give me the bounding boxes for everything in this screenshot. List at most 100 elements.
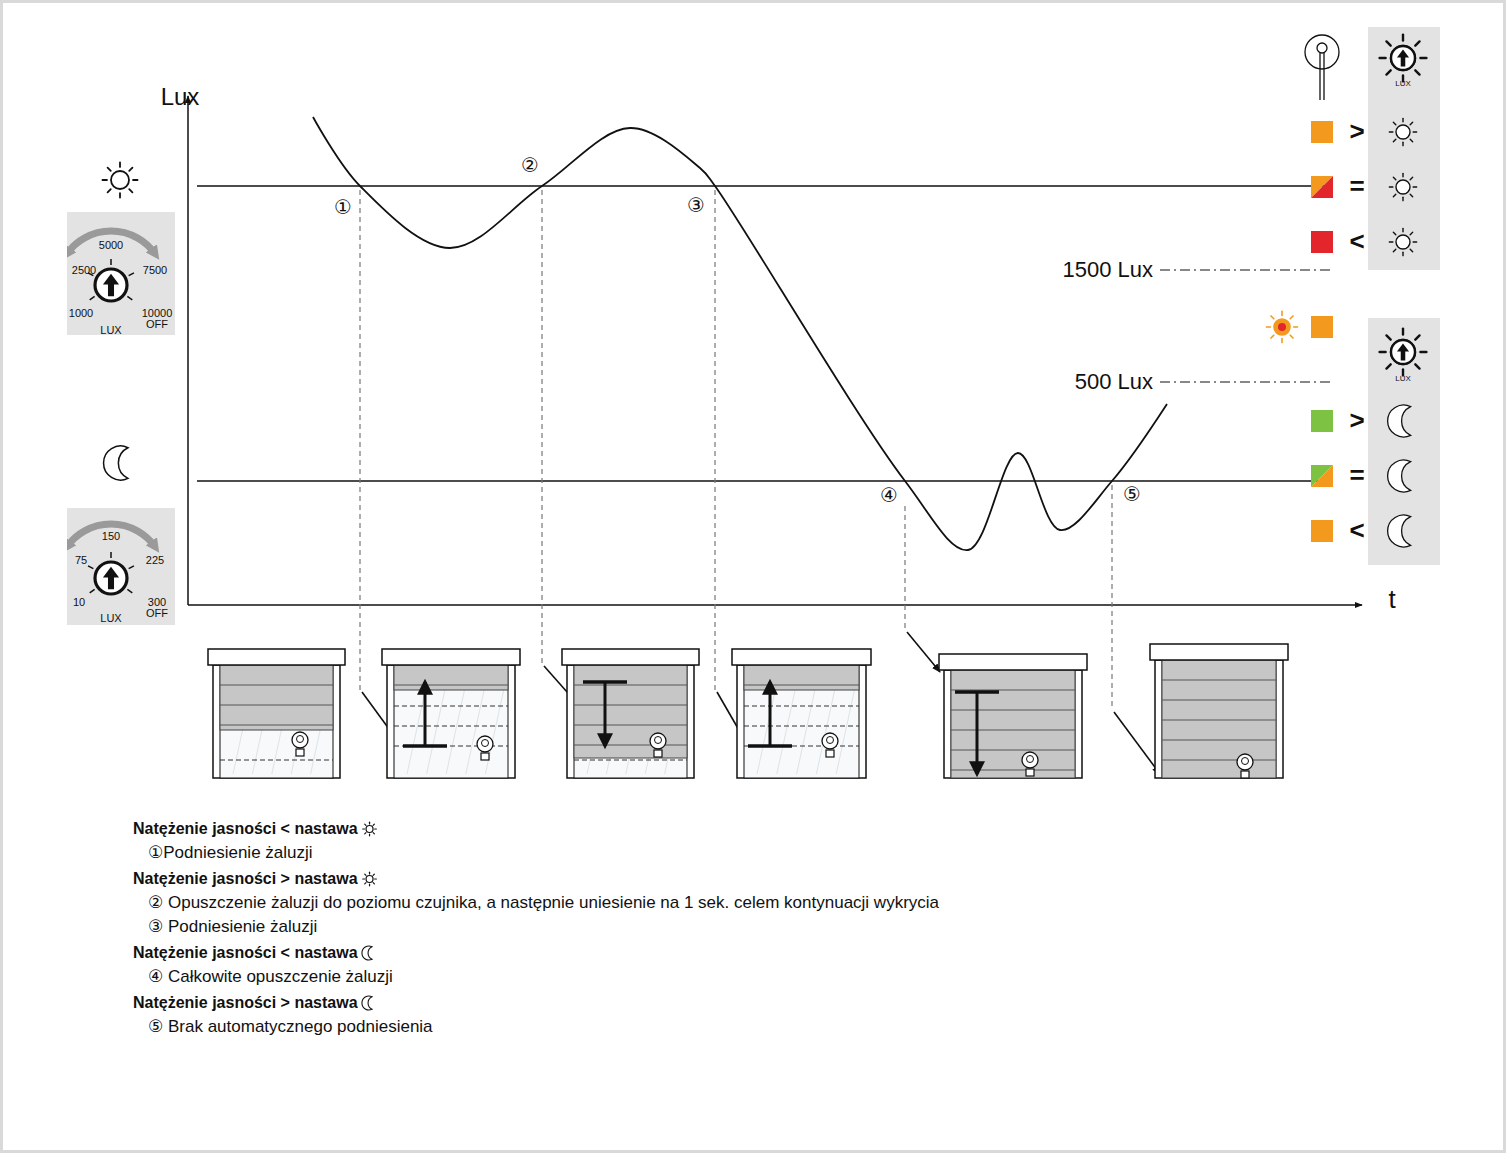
roller-blind bbox=[394, 706, 508, 707]
sun-symbol bbox=[1410, 249, 1412, 251]
sun-symbol bbox=[133, 179, 138, 181]
state-swatches bbox=[1311, 121, 1333, 143]
panel-symbols bbox=[1368, 27, 1440, 270]
roller-blind bbox=[744, 685, 859, 686]
event-drop-lines bbox=[359, 190, 360, 690]
sun-symbol bbox=[373, 824, 374, 825]
night-status-panel: LUX bbox=[1368, 318, 1440, 565]
dial-tick bbox=[90, 589, 95, 592]
roller-blind bbox=[1150, 644, 1288, 660]
roller-blind bbox=[394, 665, 508, 778]
rotation-arc bbox=[67, 231, 155, 254]
light-sensor bbox=[822, 733, 838, 749]
sun-symbol bbox=[108, 168, 111, 171]
comparison-sign: = bbox=[1349, 461, 1364, 491]
sun-symbol bbox=[1402, 197, 1403, 201]
dial-tick bbox=[90, 296, 95, 299]
sun-symbol bbox=[1271, 335, 1274, 338]
sun-symbol bbox=[1389, 118, 1416, 145]
sun-symbol bbox=[1420, 351, 1426, 353]
symbol-icons bbox=[102, 35, 1339, 1010]
sun-symbol bbox=[1290, 335, 1293, 338]
state-swatches bbox=[1311, 520, 1333, 542]
dial-value: OFF bbox=[146, 607, 168, 620]
axis-label: Lux bbox=[161, 83, 200, 111]
roller-blind bbox=[574, 760, 687, 761]
comparison-sign: > bbox=[1349, 117, 1364, 147]
roller-blind bbox=[951, 710, 1075, 711]
sun-symbol bbox=[1410, 122, 1412, 124]
threshold-dial-panel: 500025007500100010000OFFLUX bbox=[67, 212, 175, 335]
sun-symbol bbox=[1266, 311, 1297, 342]
dial-value: 5000 bbox=[99, 239, 123, 252]
sun-symbol bbox=[365, 883, 366, 884]
sun-symbol bbox=[1413, 241, 1417, 242]
roller-blind bbox=[574, 725, 687, 726]
threshold-lines bbox=[197, 185, 1330, 187]
sun-symbol bbox=[1380, 57, 1386, 59]
roller-blind bbox=[744, 726, 859, 727]
sun-symbol bbox=[1271, 316, 1274, 319]
dial-tick bbox=[110, 259, 112, 265]
day-status-panel: LUX bbox=[1368, 27, 1440, 270]
light-sensor bbox=[1022, 752, 1038, 768]
dial-knob bbox=[1391, 340, 1415, 364]
sun-symbol bbox=[1389, 241, 1393, 242]
sun-symbol bbox=[375, 878, 377, 879]
lux-curve bbox=[313, 117, 1167, 550]
moon-symbol bbox=[1388, 405, 1411, 437]
dial-value: 1000 bbox=[69, 307, 93, 320]
sun-symbol bbox=[373, 833, 374, 834]
roller-blind bbox=[744, 665, 859, 778]
dial-value: 2500 bbox=[72, 264, 96, 277]
state-swatches bbox=[1311, 465, 1333, 487]
sun-symbol bbox=[1389, 131, 1393, 132]
roller-blind bbox=[951, 670, 1075, 778]
sun-symbol bbox=[1402, 35, 1404, 41]
roller-blind bbox=[939, 654, 1087, 670]
sun-symbol bbox=[1386, 70, 1390, 74]
state-swatches bbox=[1311, 410, 1333, 432]
dial-knob bbox=[103, 274, 119, 296]
sun-symbol bbox=[363, 828, 365, 829]
event-drop-lines bbox=[541, 190, 542, 664]
roller-blind bbox=[208, 649, 345, 665]
sun-symbol bbox=[1413, 186, 1417, 187]
roller-blind bbox=[562, 649, 699, 778]
roller-blind bbox=[382, 649, 520, 778]
sun-symbol bbox=[119, 162, 121, 167]
sun-symbol bbox=[1266, 326, 1270, 328]
sun-symbol bbox=[369, 884, 370, 886]
moon-symbol bbox=[104, 446, 128, 480]
sun-symbol bbox=[111, 171, 129, 189]
dial-value: 300 bbox=[148, 596, 166, 609]
sun-symbol bbox=[1391, 340, 1415, 364]
event-drop-lines bbox=[714, 190, 715, 690]
sun-symbol bbox=[1415, 70, 1419, 74]
event-drop-lines bbox=[904, 506, 905, 630]
roller-blind bbox=[732, 649, 871, 778]
roller-blind bbox=[220, 665, 333, 778]
lux-level: 1500 Lux bbox=[1062, 257, 1153, 282]
sun-symbol bbox=[1402, 252, 1403, 256]
state-swatches bbox=[1311, 176, 1333, 198]
sun-symbol bbox=[366, 876, 373, 883]
movement-arrow bbox=[583, 682, 627, 746]
light-sensor bbox=[654, 750, 662, 757]
moon-symbol bbox=[362, 946, 372, 960]
roller-blind bbox=[574, 685, 687, 686]
callout-number: ④ bbox=[880, 484, 898, 507]
sun-symbol bbox=[102, 162, 137, 197]
roller-blind bbox=[220, 760, 333, 761]
dial-value: 10 bbox=[73, 596, 85, 609]
section-heading: Natężenie jasności > nastawa bbox=[133, 994, 358, 1012]
dial-tick bbox=[129, 273, 134, 276]
sun-symbol bbox=[108, 189, 111, 192]
sun-symbol bbox=[1386, 41, 1390, 45]
state-swatches bbox=[1311, 316, 1333, 338]
sun-symbol bbox=[1393, 232, 1395, 234]
roller-blind bbox=[574, 705, 687, 706]
sun-symbol bbox=[365, 824, 366, 825]
roller-blind bbox=[951, 670, 1075, 778]
